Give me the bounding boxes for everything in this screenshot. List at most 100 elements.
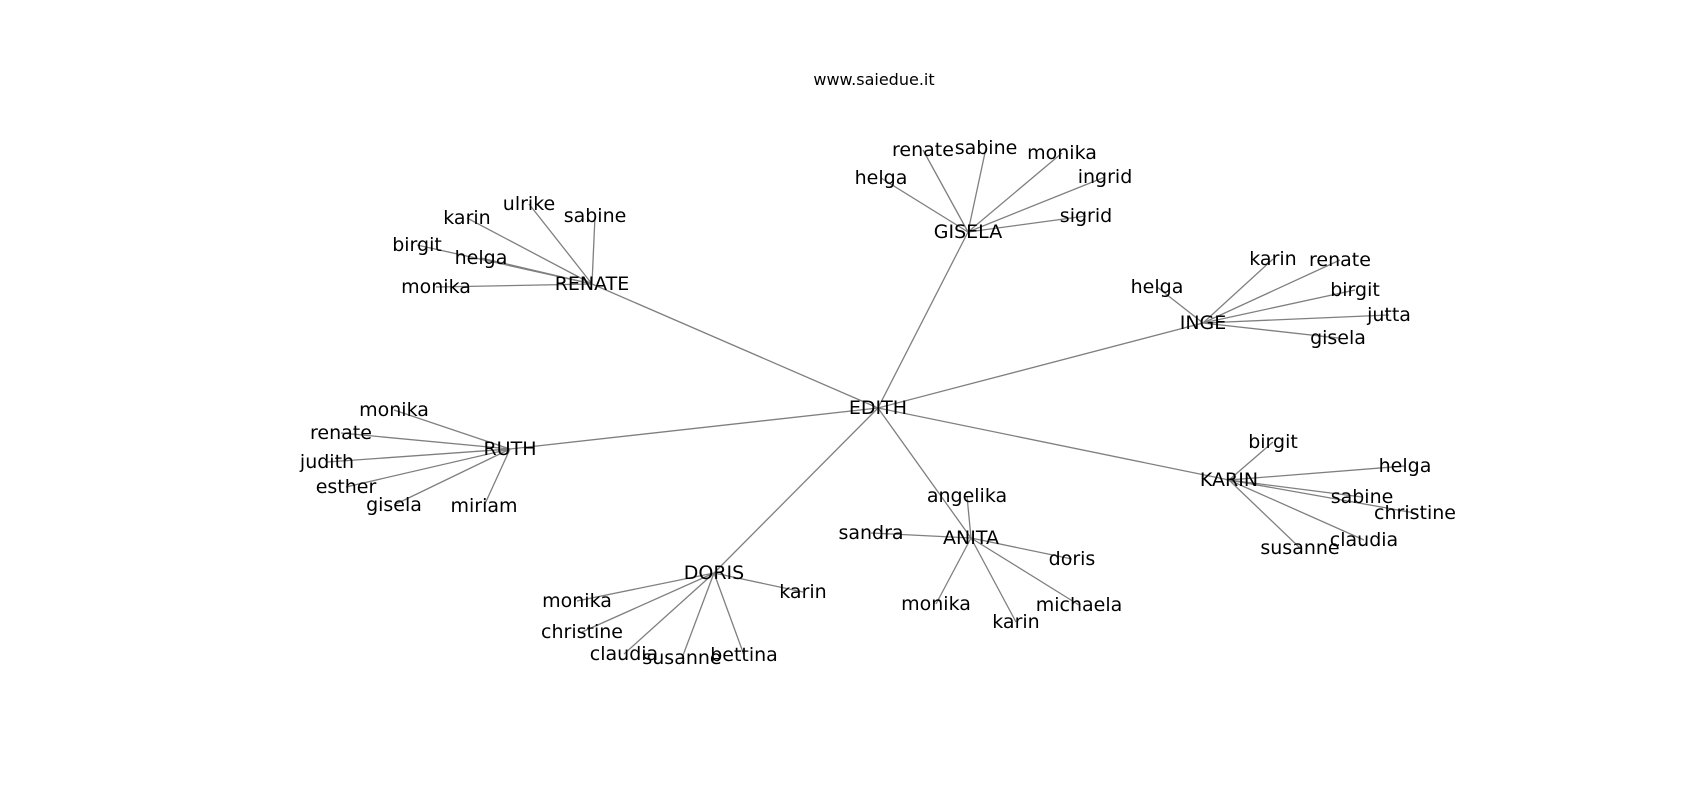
hub-node-label-inge: INGE	[1180, 312, 1227, 334]
edge-doris-christine	[581, 572, 715, 633]
edge-doris-claudia	[623, 572, 715, 655]
leaf-node-label-inge-birgit: birgit	[1330, 279, 1380, 301]
edge-ruth-renate	[340, 432, 511, 450]
edge-ruth-judith	[326, 448, 511, 463]
leaf-node-label-inge-gisela: gisela	[1310, 327, 1366, 349]
leaf-node-label-gisela-sabine: sabine	[955, 137, 1018, 159]
edge-edith-inge	[877, 322, 1204, 409]
leaf-node-label-anita-sandra: sandra	[838, 522, 903, 544]
leaf-node-label-ruth-renate: renate	[310, 422, 372, 444]
leaf-node-label-doris-christine: christine	[541, 621, 623, 643]
edge-renate-ulrike	[528, 203, 593, 285]
edge-karin-helga	[1228, 465, 1406, 481]
edge-gisela-monika	[967, 152, 1063, 233]
leaf-node-label-inge-karin: karin	[1249, 248, 1296, 270]
edge-anita-doris	[970, 537, 1073, 560]
edge-edith-renate	[591, 283, 879, 409]
leaf-node-label-gisela-sigrid: sigrid	[1060, 205, 1112, 227]
edge-doris-susanne	[681, 572, 715, 659]
leaf-node-label-renate-ulrike: ulrike	[503, 193, 555, 215]
leaf-node-label-karin-christine: christine	[1374, 502, 1456, 524]
edge-inge-jutta	[1202, 314, 1390, 324]
edge-edith-karin	[877, 407, 1230, 481]
leaf-node-label-gisela-ingrid: ingrid	[1078, 166, 1133, 188]
leaf-node-label-doris-monika: monika	[542, 590, 612, 612]
edges-layer	[326, 147, 1416, 659]
leaf-node-label-karin-susanne: susanne	[1260, 537, 1339, 559]
leaf-node-label-inge-helga: helga	[1131, 276, 1184, 298]
leaf-node-label-renate-karin: karin	[443, 207, 490, 229]
edge-inge-karin	[1202, 258, 1274, 324]
leaf-node-label-anita-michaela: michaela	[1036, 594, 1123, 616]
leaf-node-label-renate-sabine: sabine	[564, 205, 627, 227]
edge-inge-birgit	[1202, 289, 1356, 324]
edge-gisela-sabine	[967, 147, 987, 233]
edge-ruth-gisela	[393, 448, 511, 506]
leaf-node-label-ruth-miriam: miriam	[450, 495, 517, 517]
edge-edith-ruth	[509, 407, 879, 450]
leaf-node-label-ruth-monika: monika	[359, 399, 429, 421]
leaf-node-label-ruth-judith: judith	[299, 451, 354, 473]
hub-node-label-karin: KARIN	[1200, 469, 1258, 491]
leaf-node-label-gisela-monika: monika	[1027, 142, 1097, 164]
leaf-node-label-doris-karin: karin	[779, 581, 826, 603]
root-node-label: EDITH	[849, 397, 907, 419]
edge-renate-monika	[435, 283, 593, 288]
edge-inge-renate	[1202, 259, 1341, 324]
edge-doris-karin	[713, 572, 804, 593]
leaf-node-label-doris-claudia: claudia	[590, 643, 658, 665]
leaf-node-label-doris-susanne: susanne	[642, 647, 721, 669]
leaf-node-label-karin-helga: helga	[1379, 455, 1432, 477]
edge-gisela-sigrid	[967, 215, 1087, 233]
leaf-node-label-karin-birgit: birgit	[1248, 431, 1298, 453]
leaf-node-label-renate-monika: monika	[401, 276, 471, 298]
edge-anita-michaela	[970, 537, 1080, 606]
hub-node-label-ruth: RUTH	[483, 438, 536, 460]
site-title: www.saiedue.it	[813, 70, 935, 89]
edge-inge-gisela	[1202, 322, 1339, 339]
edge-karin-claudia	[1228, 479, 1365, 541]
leaf-node-label-renate-helga: helga	[455, 247, 508, 269]
edge-karin-susanne	[1228, 479, 1301, 549]
edge-karin-birgit	[1228, 441, 1274, 481]
leaf-node-label-anita-doris: doris	[1049, 548, 1096, 570]
edge-gisela-renate	[922, 149, 969, 233]
leaf-node-label-anita-monika: monika	[901, 593, 971, 615]
leaf-node-label-gisela-renate: renate	[892, 139, 954, 161]
leaf-node-label-doris-bettina: bettina	[710, 644, 778, 666]
edge-ruth-miriam	[483, 448, 511, 507]
edge-doris-monika	[576, 572, 715, 602]
edge-gisela-ingrid	[967, 176, 1106, 233]
edge-inge-helga	[1156, 286, 1204, 324]
edge-edith-doris	[713, 407, 879, 574]
edge-anita-sandra	[870, 532, 972, 539]
edge-doris-bettina	[713, 572, 745, 656]
leaf-node-label-inge-jutta: jutta	[1366, 304, 1411, 326]
leaf-node-label-renate-birgit: birgit	[392, 234, 442, 256]
edge-ruth-esther	[345, 448, 511, 488]
hub-node-label-renate: RENATE	[555, 273, 630, 295]
leaf-node-label-karin-claudia: claudia	[1330, 529, 1398, 551]
hub-node-label-gisela: GISELA	[934, 221, 1002, 243]
edge-karin-christine	[1228, 479, 1416, 514]
edge-renate-sabine	[591, 215, 596, 285]
leaf-node-label-anita-karin: karin	[992, 611, 1039, 633]
edge-anita-monika	[935, 537, 972, 605]
edge-anita-karin	[970, 537, 1017, 623]
edge-karin-sabine	[1228, 479, 1363, 498]
edge-edith-anita	[877, 407, 972, 539]
leaf-node-label-ruth-esther: esther	[316, 476, 377, 498]
leaf-node-label-karin-sabine: sabine	[1331, 486, 1394, 508]
leaf-node-label-gisela-helga: helga	[855, 167, 908, 189]
edge-renate-helga	[480, 257, 593, 285]
hub-node-label-anita: ANITA	[943, 527, 999, 549]
edge-ruth-monika	[393, 409, 511, 450]
leaf-node-label-inge-renate: renate	[1309, 249, 1371, 271]
edge-gisela-helga	[880, 177, 969, 233]
leaf-node-label-anita-angelika: angelika	[927, 485, 1007, 507]
edge-edith-gisela	[877, 231, 969, 409]
leaf-node-label-ruth-gisela: gisela	[366, 494, 422, 516]
hub-node-label-doris: DORIS	[684, 562, 744, 584]
